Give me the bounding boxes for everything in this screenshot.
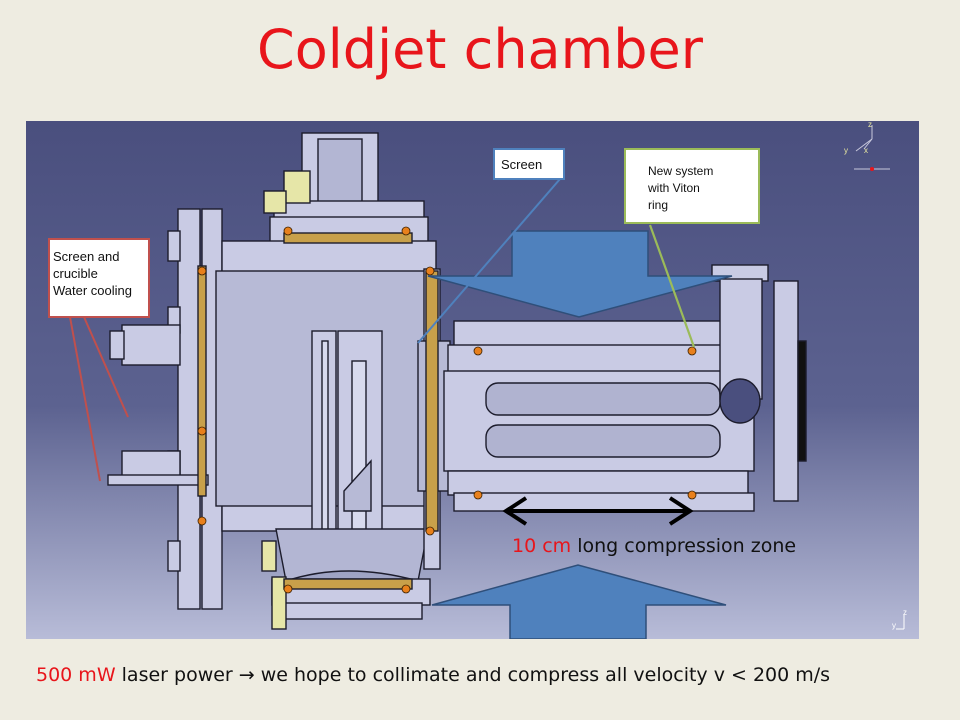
cad-drawing: z y x z y [26, 121, 919, 639]
axis-label-y: y [844, 146, 848, 155]
zone-text: long compression zone [571, 535, 797, 557]
caption-text-a: laser power [115, 664, 239, 686]
crucible-leader-2 [83, 316, 129, 418]
compression-zone-arrow [502, 496, 694, 526]
axis-label-x: x [864, 146, 868, 155]
chamber-body [107, 132, 807, 630]
viton-leader [648, 224, 696, 348]
orange-seals [197, 226, 697, 594]
axis-label-y-bottom: y [892, 621, 896, 630]
axis-triad-bottom [896, 615, 905, 630]
callout-crucible: Screen and crucible Water cooling [48, 238, 150, 318]
callout-screen-text: Screen [501, 157, 543, 172]
callout-crucible-line1: Screen and [53, 249, 120, 264]
callout-viton-line3: ring [648, 198, 669, 212]
callout-viton-line2: with Viton [648, 181, 700, 195]
callout-viton-line1: New system [648, 164, 714, 178]
laser-arrow-top [427, 230, 733, 318]
axis-label-z: z [868, 121, 872, 129]
zone-length: 10 cm [512, 535, 572, 557]
caption-text-b: we hope to collimate and compress all ve… [254, 664, 831, 686]
compression-zone-label: 10 cm long compression zone [512, 535, 796, 557]
axis-label-z-bottom: z [903, 608, 907, 617]
callout-crucible-line3: Water cooling [53, 283, 132, 298]
callout-viton: New system with Viton ring [624, 148, 760, 224]
right-arrow-icon: → [238, 664, 255, 686]
laser-arrow-bottom [431, 564, 727, 639]
axis-triad-top [854, 125, 890, 171]
screen-leader [417, 178, 561, 344]
bottom-caption: 500 mW laser power → we hope to collimat… [36, 664, 830, 686]
laser-power-value: 500 mW [36, 664, 116, 686]
callout-screen: Screen [493, 148, 565, 180]
callout-crucible-line2: crucible [53, 266, 98, 281]
crucible-leader-1 [69, 316, 101, 482]
page-title: Coldjet chamber [257, 18, 703, 81]
